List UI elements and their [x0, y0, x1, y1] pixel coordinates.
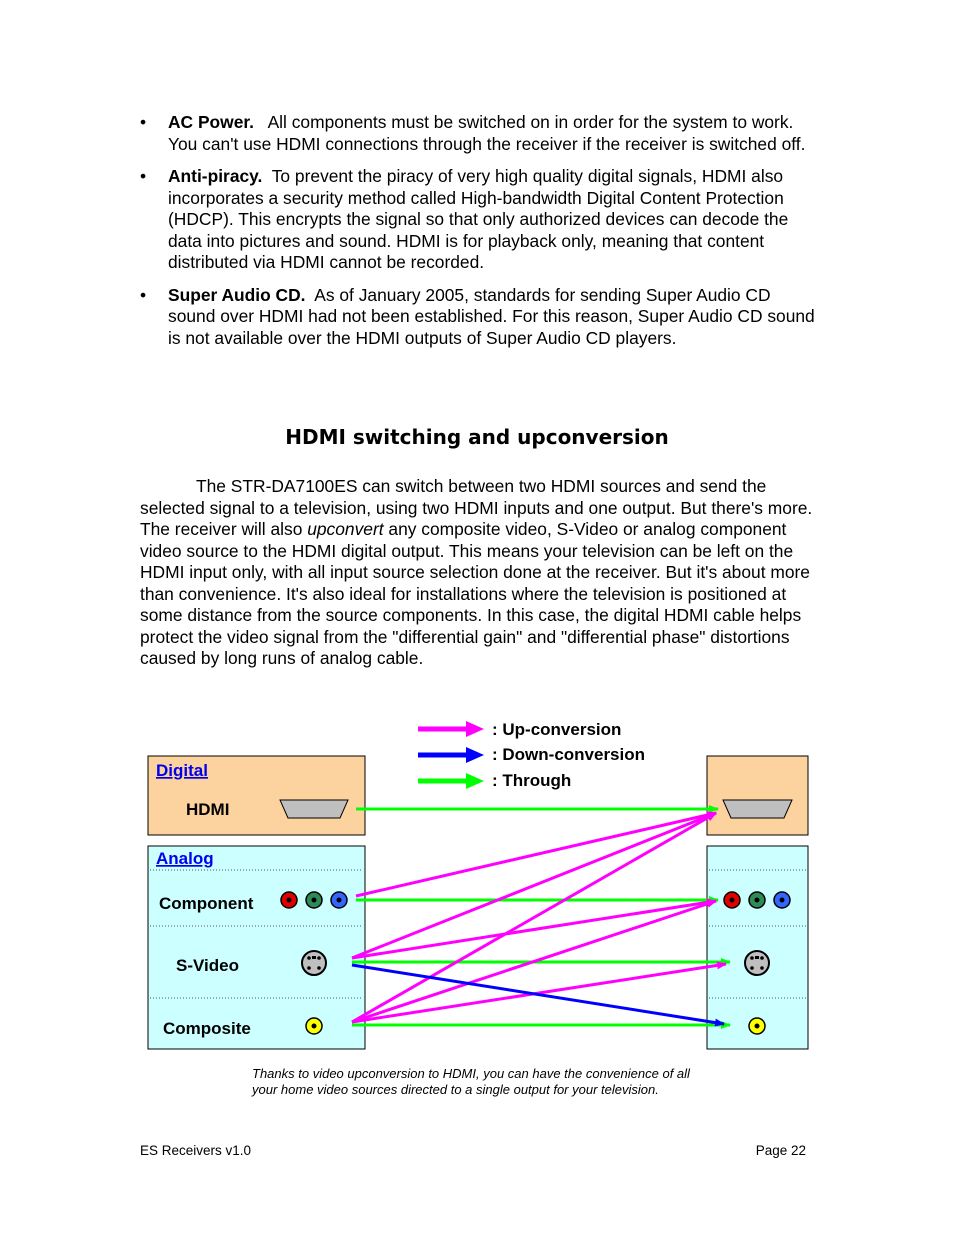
up-arrow-svideo-to-component [351, 898, 717, 960]
bullet-title: Super Audio CD. [168, 284, 306, 305]
bullet-super-audio-cd: • Super Audio CD. As of January 2005, sta… [140, 285, 820, 350]
bullet-dot: • [140, 166, 147, 186]
legend: : Up-conversion : Down-conversion : Thro… [418, 720, 645, 790]
bullet-list: • AC Power. All components must be switch… [140, 112, 820, 360]
up-arrow-component-to-hdmi [355, 811, 717, 898]
up-arrow-composite-to-hdmi [351, 811, 717, 1024]
source-analog-panel: Analog Component S-Video Composite [147, 845, 366, 1050]
hdmi-output-port-icon [722, 799, 793, 819]
bullet-text: As of January 2005, standards for sendin… [168, 284, 815, 348]
component-jacks-icon [280, 891, 348, 909]
up-arrow-composite-to-component [351, 899, 717, 1024]
legend-down-label: : Down-conversion [492, 745, 645, 764]
bullet-anti-piracy: • Anti-piracy. To prevent the piracy of v… [140, 166, 820, 274]
body-paragraph: The STR-DA7100ES can switch between two … [140, 476, 816, 670]
bullet-dot: • [140, 112, 147, 132]
footer-page-number: Page 22 [755, 1143, 806, 1158]
svideo-output-jack-icon [744, 950, 770, 976]
bullet-title: AC Power. [168, 112, 255, 132]
svideo-jack-icon [301, 950, 327, 976]
legend-up-conversion: : Up-conversion [418, 720, 621, 739]
analog-label: Analog [156, 849, 214, 868]
down-arrow-svideo-to-composite [351, 963, 725, 1027]
bullet-title: Anti-piracy. [168, 166, 263, 186]
hdmi-label: HDMI [186, 800, 229, 819]
paragraph-emphasis: upconvert [307, 519, 384, 539]
legend-through-label: : Through [492, 771, 571, 790]
footer-document-title: ES Receivers v1.0 [140, 1143, 252, 1158]
legend-down-conversion: : Down-conversion [418, 745, 645, 764]
bullet-dot: • [140, 284, 147, 305]
output-digital-panel [706, 755, 809, 836]
hdmi-switching-diagram: : Up-conversion : Down-conversion : Thro… [147, 720, 809, 1050]
svideo-label: S-Video [176, 956, 239, 975]
section-title: HDMI switching and upconversion [285, 425, 669, 449]
composite-jack-icon [305, 1017, 323, 1035]
legend-through: : Through [418, 771, 571, 790]
source-digital-panel: Digital HDMI [147, 755, 366, 836]
component-output-jacks-icon [723, 891, 791, 909]
bullet-text: All components must be switched on in or… [168, 112, 806, 154]
diagram-caption: Thanks to video upconversion to HDMI, yo… [252, 1066, 690, 1097]
up-arrow-svideo-to-hdmi [351, 811, 717, 960]
paragraph-before: The STR-DA7100ES can switch between two … [140, 476, 813, 539]
legend-up-label: : Up-conversion [492, 720, 621, 739]
output-analog-panel [706, 845, 809, 1050]
component-label: Component [159, 894, 254, 913]
paragraph-after: any composite video, S-Video or analog c… [140, 519, 810, 668]
digital-label: Digital [156, 761, 208, 780]
composite-label: Composite [163, 1019, 251, 1038]
hdmi-port-icon [279, 799, 349, 819]
up-arrow-composite-to-svideo [351, 961, 727, 1024]
bullet-text: To prevent the piracy of very high quali… [168, 166, 789, 272]
composite-output-jack-icon [748, 1017, 766, 1035]
bullet-ac-power: • AC Power. All components must be switch… [140, 112, 820, 155]
signal-paths [351, 805, 731, 1029]
